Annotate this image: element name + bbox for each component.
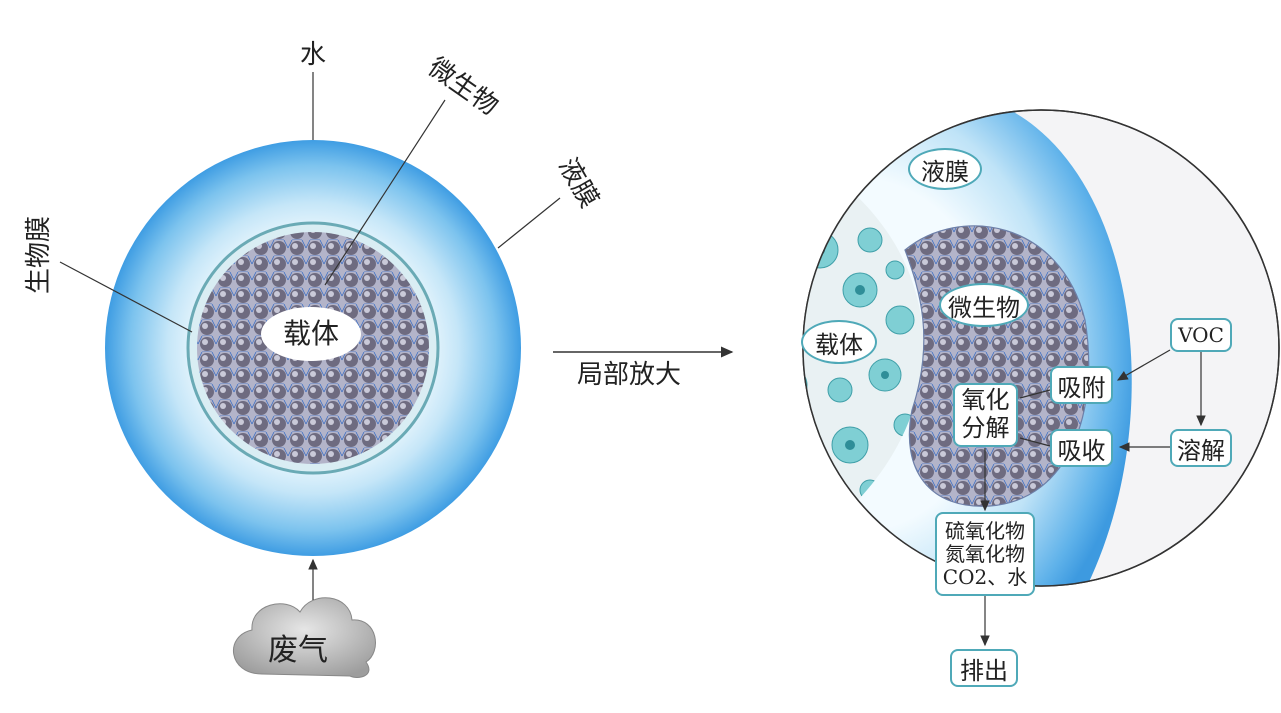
right-flow-lines — [980, 349, 1206, 647]
biofilm-leader — [59, 261, 193, 333]
products-line3: CO2、水 — [942, 564, 1028, 589]
waste-gas-label: 废气 — [268, 633, 328, 668]
oxidation-box: 氧化 分解 — [953, 383, 1018, 447]
products-box: 硫氧化物 氮氧化物 CO2、水 — [935, 512, 1035, 596]
products-line1: 硫氧化物 — [945, 518, 1025, 543]
dissolve-box: 溶解 — [1170, 429, 1232, 467]
right-liquid-film-label: 液膜 — [908, 148, 982, 190]
liquid-film-leader — [497, 197, 561, 249]
products-line2: 氮氧化物 — [945, 541, 1025, 566]
voc-to-adsorb-line — [1116, 349, 1171, 381]
microbe-leader — [324, 99, 446, 286]
voc-box: VOC — [1170, 318, 1232, 352]
right-carrier-label: 载体 — [801, 320, 877, 364]
oxidation-line2: 分解 — [961, 414, 1010, 442]
carrier-label-bg — [261, 307, 361, 361]
zoom-label: 局部放大 — [577, 360, 682, 390]
biofilm-label: 生物膜 — [24, 215, 55, 295]
left-leader-lines — [59, 72, 561, 333]
absorb-box: 吸收 — [1050, 429, 1113, 467]
right-microbe-label: 微生物 — [939, 283, 1029, 327]
adsorb-to-oxidation-line — [1019, 389, 1051, 399]
discharge-box: 排出 — [950, 649, 1018, 687]
waste-gas-cloud — [232, 597, 376, 678]
carrier-label: 载体 — [283, 317, 340, 350]
adsorb-box: 吸附 — [1050, 366, 1113, 404]
water-label: 水 — [300, 40, 327, 70]
oxidation-line1: 氧化 — [961, 386, 1010, 415]
absorb-to-oxidation-line — [1019, 437, 1051, 447]
left-particle — [105, 140, 521, 556]
